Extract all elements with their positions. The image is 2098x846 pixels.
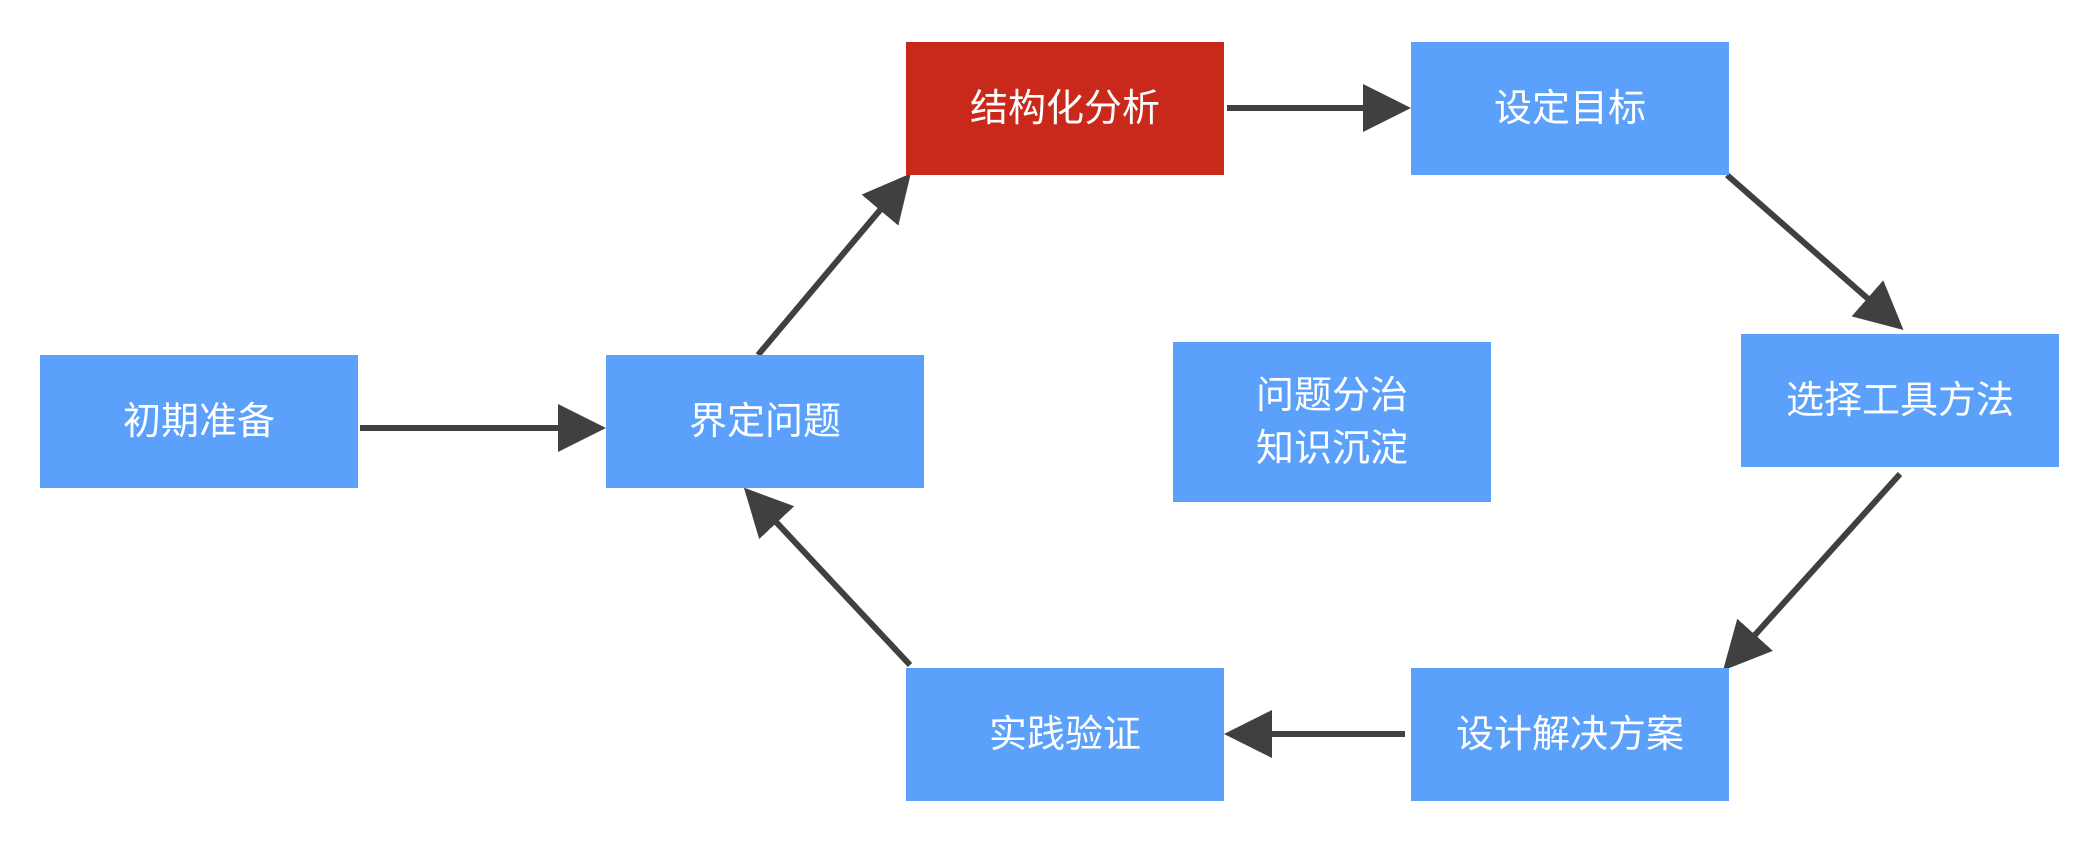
node-design: 设计解决方案 bbox=[1411, 668, 1729, 801]
node-center: 问题分治 知识沉淀 bbox=[1173, 342, 1491, 502]
node-prep-label: 初期准备 bbox=[122, 398, 275, 443]
node-tools: 选择工具方法 bbox=[1741, 334, 2059, 467]
node-goal: 设定目标 bbox=[1411, 42, 1729, 175]
node-design-label: 设计解决方案 bbox=[1455, 711, 1684, 756]
node-center-line-2: 知识沉淀 bbox=[1255, 426, 1408, 470]
arrow-verify-to-define bbox=[743, 487, 913, 668]
node-define: 界定问题 bbox=[606, 355, 924, 488]
arrow-define-to-analyze bbox=[755, 173, 911, 357]
node-verify: 实践验证 bbox=[906, 668, 1224, 801]
node-define-label: 界定问题 bbox=[688, 398, 841, 443]
node-center-line-1: 问题分治 bbox=[1255, 372, 1408, 417]
node-analyze: 结构化分析 bbox=[906, 42, 1224, 175]
arrow-tools-to-design bbox=[1722, 471, 1903, 671]
node-tools-label: 选择工具方法 bbox=[1785, 377, 2014, 422]
node-goal-label: 设定目标 bbox=[1493, 85, 1646, 130]
arrow-goal-to-tools bbox=[1725, 172, 1904, 330]
node-analyze-label: 结构化分析 bbox=[969, 85, 1160, 130]
node-prep: 初期准备 bbox=[40, 355, 358, 488]
node-verify-label: 实践验证 bbox=[988, 711, 1141, 756]
